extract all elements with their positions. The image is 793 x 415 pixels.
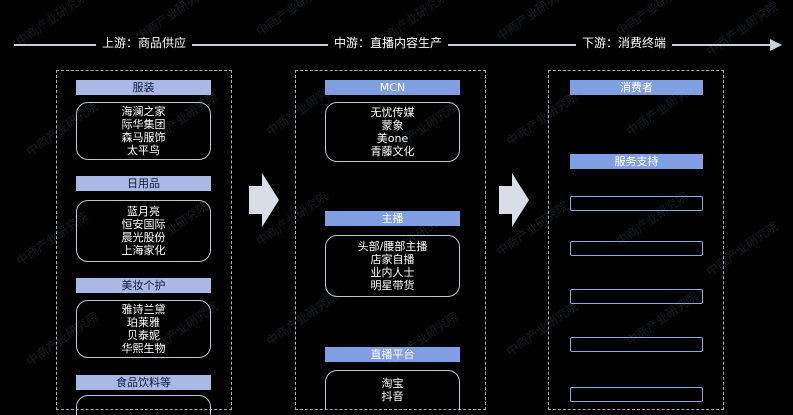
category-mcn: MCN (325, 80, 460, 95)
flow-arrow-icon (249, 173, 279, 227)
category-beauty: 美妆个护 (76, 278, 211, 293)
category-anchor: 主播 (325, 211, 460, 226)
category-live-platform: 直播平台 (325, 347, 460, 362)
category-service-support: 服务支持 (570, 154, 703, 169)
upstream-label: 上游：商品供应 (96, 36, 193, 50)
list-item: 明星带货 (370, 279, 415, 292)
midstream-label: 中游：直播内容生产 (328, 36, 449, 50)
anchor-group: 头部/腰部主播 店家自播 业内人士 明星带货 (325, 235, 460, 297)
list-item: 森马服饰 (121, 131, 166, 144)
list-item: 淘宝 (381, 377, 404, 390)
list-item: 头部/腰部主播 (357, 240, 428, 253)
list-item: 际华集团 (121, 118, 166, 131)
mcn-group: 无忧传媒 蒙象 美one 青藤文化 (325, 102, 460, 162)
category-food-beverage: 食品饮料等 (76, 375, 211, 390)
list-item: 美one (376, 132, 409, 145)
watermark-text: 中商产业研究院 (253, 0, 331, 39)
category-daily-goods: 日用品 (76, 176, 211, 191)
list-item: 华熙生物 (121, 342, 166, 355)
food-group (76, 395, 211, 415)
clothing-group: 海澜之家 际华集团 森马服饰 太平鸟 (76, 102, 211, 160)
watermark-text: 中商产业研究院 (13, 0, 91, 49)
beauty-group: 雅诗兰黛 珀莱雅 贝泰妮 华熙生物 (76, 300, 211, 358)
platform-group: 淘宝 抖音 (325, 370, 460, 410)
watermark-text: 中商产业研究院 (613, 0, 691, 39)
list-item: 珀莱雅 (127, 316, 160, 329)
list-item: 抖音 (381, 390, 404, 403)
list-item: 上海家化 (121, 244, 166, 257)
service-slot (570, 196, 703, 211)
list-item: 无忧传媒 (370, 106, 415, 119)
list-item: 晨光股份 (121, 231, 166, 244)
list-item: 业内人士 (370, 266, 415, 279)
list-item: 店家自播 (370, 253, 415, 266)
service-slot (570, 241, 703, 256)
service-slot (570, 337, 703, 352)
list-item: 恒安国际 (121, 218, 166, 231)
service-slot (570, 289, 703, 304)
category-consumer: 消费者 (570, 80, 703, 95)
list-item: 青藤文化 (370, 145, 415, 158)
list-item: 蓝月亮 (127, 205, 160, 218)
axis-arrow-icon (770, 39, 782, 51)
downstream-label: 下游：消费终端 (576, 36, 673, 50)
list-item: 海澜之家 (121, 105, 166, 118)
category-clothing: 服装 (76, 80, 211, 95)
list-item: 雅诗兰黛 (121, 303, 166, 316)
list-item: 贝泰妮 (127, 329, 160, 342)
flow-arrow-icon (499, 173, 529, 227)
list-item: 蒙象 (381, 119, 404, 132)
watermark-text: 中商产业研究院 (493, 0, 571, 44)
list-item: 太平鸟 (127, 144, 160, 157)
downstream-box (548, 70, 724, 410)
daily-goods-group: 蓝月亮 恒安国际 晨光股份 上海家化 (76, 200, 211, 262)
